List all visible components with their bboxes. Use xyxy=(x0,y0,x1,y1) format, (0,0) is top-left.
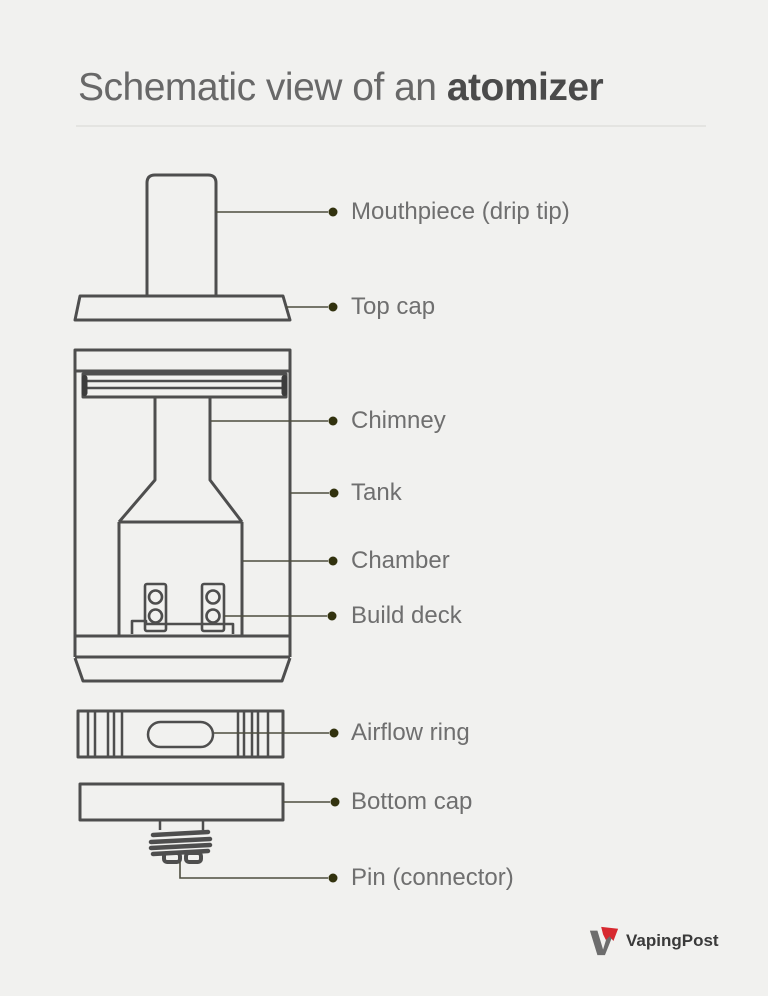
tank-shape xyxy=(73,348,292,683)
pin-shape xyxy=(148,820,213,864)
bottom-cap-shape xyxy=(78,782,285,822)
chimney-shape xyxy=(117,397,244,523)
mouthpiece-shape xyxy=(145,173,218,296)
page-title-bold: atomizer xyxy=(446,66,604,109)
label-mouthpiece: Mouthpiece (drip tip) xyxy=(351,198,570,225)
label-chimney: Chimney xyxy=(351,407,446,434)
vendor-logo: VapingPost xyxy=(588,925,719,957)
chamber-shape xyxy=(117,520,244,636)
page-title: Schematic view of an atomizer xyxy=(78,66,604,110)
vapingpost-logo-text: VapingPost xyxy=(626,931,719,950)
vapingpost-logo-icon xyxy=(589,926,619,956)
label-pin: Pin (connector) xyxy=(351,864,514,891)
label-build-deck: Build deck xyxy=(351,602,462,629)
leader-pin xyxy=(179,862,328,879)
title-divider xyxy=(76,125,706,127)
leader-lines xyxy=(179,211,330,879)
top-cap-shape xyxy=(73,294,292,322)
build-deck-shape xyxy=(130,582,235,634)
leader-dots xyxy=(327,207,340,883)
airflow-ring-shape xyxy=(76,709,285,759)
page-title-regular: Schematic view of an xyxy=(78,66,447,109)
label-top-cap: Top cap xyxy=(351,293,436,320)
label-airflow-ring: Airflow ring xyxy=(351,719,470,746)
label-bottom-cap: Bottom cap xyxy=(351,788,473,815)
label-tank: Tank xyxy=(351,479,402,506)
label-chamber: Chamber xyxy=(351,547,450,574)
